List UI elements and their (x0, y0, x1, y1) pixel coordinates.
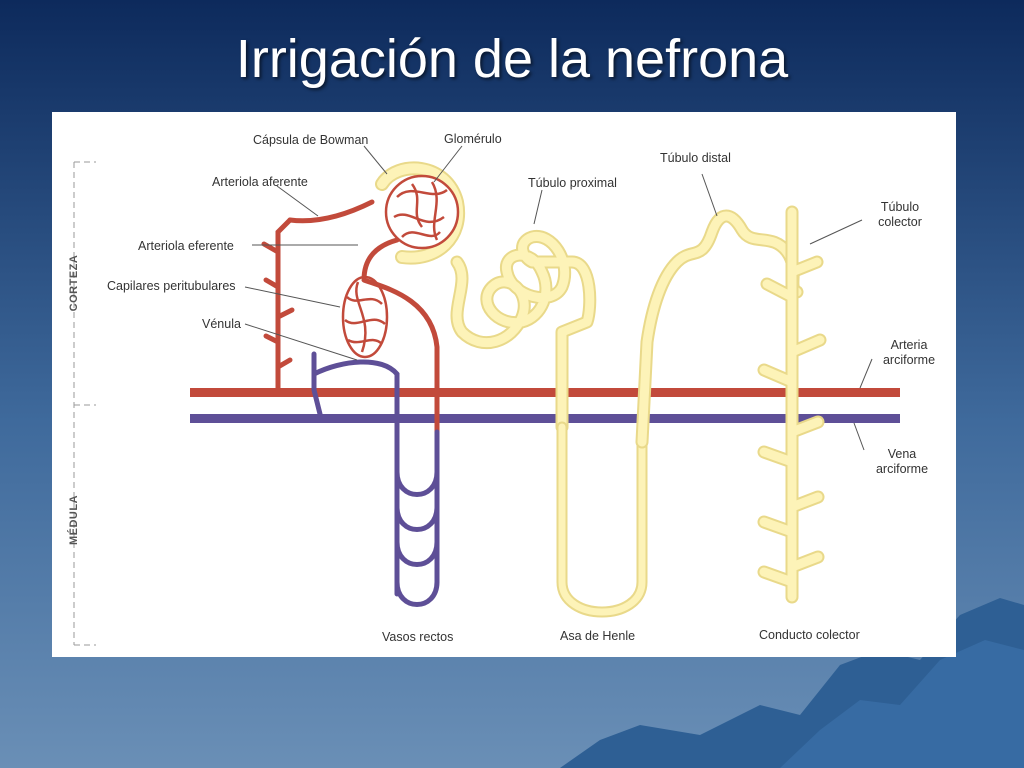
label-afferent-arteriole: Arteriola aferente (212, 175, 308, 189)
label-arcuate-vein-line2: arciforme (875, 462, 929, 476)
label-efferent-arteriole: Arteriola eferente (138, 239, 234, 253)
label-arcuate-artery-line1: Arteria (890, 338, 928, 352)
efferent-to-vasa-recta (361, 277, 440, 435)
label-venule: Vénula (202, 317, 241, 331)
glomerulus (384, 174, 460, 250)
slide-title: Irrigación de la nefrona (235, 29, 789, 89)
afferent-arteriole (287, 199, 375, 224)
label-arcuate-artery: Arteria arciforme (874, 338, 944, 368)
vasa-recta (394, 429, 440, 607)
label-arcuate-vein-line1: Vena (887, 447, 917, 461)
label-vasa-recta: Vasos rectos (382, 630, 454, 644)
label-loop-of-henle: Asa de Henle (560, 629, 636, 643)
label-bowman-capsule: Cápsula de Bowman (253, 133, 369, 147)
distal-tubule (635, 209, 804, 449)
zone-label-cortex: CORTEZA (68, 254, 80, 312)
label-collecting-tubule-line2: colector (878, 215, 922, 229)
efferent-arteriole (361, 237, 400, 283)
label-glomerulus: Glomérulo (444, 132, 502, 146)
proximal-tubule (450, 230, 597, 434)
label-collecting-tubule: Túbulo colector (870, 200, 930, 230)
nephron-diagram: CORTEZA MÉDULA Cápsula de Bowman Gloméru… (52, 112, 956, 657)
label-peritubular-capillaries: Capilares peritubulares (107, 279, 236, 293)
nephron-drawing (73, 145, 900, 646)
label-arcuate-vein: Vena arciforme (867, 447, 937, 477)
label-collecting-tubule-line1: Túbulo (880, 200, 920, 214)
zone-bracket (73, 161, 96, 646)
label-arcuate-artery-line2: arciforme (882, 353, 936, 367)
venule (311, 351, 323, 417)
arcuate-artery (190, 388, 900, 397)
collecting-duct (757, 205, 827, 604)
label-collecting-duct: Conducto colector (759, 628, 860, 642)
arcuate-vein (190, 414, 900, 423)
loop-of-henle (556, 421, 648, 618)
zone-label-medulla: MÉDULA (68, 494, 80, 546)
label-proximal-tubule: Túbulo proximal (528, 176, 617, 190)
label-distal-tubule: Túbulo distal (660, 151, 731, 165)
mountain-highlight (780, 640, 1024, 768)
leader-lines (244, 145, 873, 451)
peritubular-capillaries (341, 275, 389, 359)
